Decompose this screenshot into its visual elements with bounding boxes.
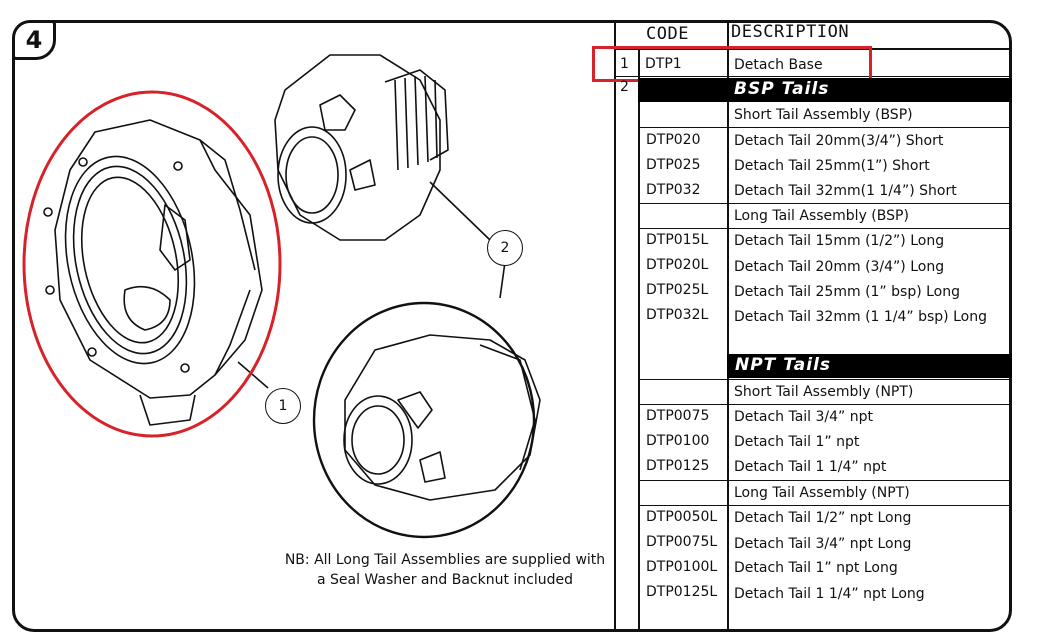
row-rule (638, 228, 1012, 229)
table-row-description: Detach Tail 1/2” npt Long (734, 510, 912, 526)
bsp-band-label: BSP Tails (734, 79, 830, 99)
footnote: NB: All Long Tail Assemblies are supplie… (280, 550, 610, 590)
section-number-badge: 4 (12, 20, 56, 60)
table-row-description: Detach Tail 20mm(3/4”) Short (734, 133, 944, 149)
table-row-description: Detach Tail 32mm (1 1/4” bsp) Long (734, 309, 987, 325)
row-rule (638, 203, 1012, 204)
bsp-short-heading: Short Tail Assembly (BSP) (734, 107, 913, 123)
table-row-code: DTP0125 (646, 458, 710, 474)
header-rule (614, 48, 1012, 50)
callout-1: 1 (265, 388, 301, 424)
zoomed-tail-drawing (343, 334, 541, 501)
npt-band: NPT Tails (727, 354, 1012, 378)
npt-band-label: NPT Tails (735, 355, 832, 375)
detach-tail-drawing (274, 54, 449, 241)
footnote-line-2: a Seal Washer and Backnut included (316, 572, 574, 588)
table-row-description: Detach Tail 1” npt (734, 434, 860, 450)
table-divider-num (638, 48, 640, 632)
detach-base-drawing (43, 119, 263, 426)
bsp-band: BSP Tails (638, 78, 1012, 102)
row-rule (638, 404, 1012, 405)
diagram-frame (12, 20, 1012, 632)
table-row-code: DTP015L (646, 232, 709, 248)
footnote-line-1: NB: All Long Tail Assemblies are supplie… (284, 552, 606, 568)
row-rule (638, 505, 1012, 506)
table-row-code: DTP025L (646, 282, 709, 298)
table-row-description: Detach Tail 3/4” npt Long (734, 536, 912, 552)
table-row-code: DTP020L (646, 257, 709, 273)
npt-long-heading: Long Tail Assembly (NPT) (734, 485, 910, 501)
table-row-code: DTP0100 (646, 433, 710, 449)
item-1-code: DTP1 (645, 56, 682, 72)
table-row-description: Detach Tail 25mm (1” bsp) Long (734, 284, 960, 300)
item-2-number: 2 (620, 79, 629, 95)
header-description: DESCRIPTION (731, 22, 850, 42)
callout-2: 2 (487, 230, 523, 266)
table-row-description: Detach Tail 32mm(1 1/4”) Short (734, 183, 957, 199)
table-row-description: Detach Tail 1” npt Long (734, 560, 898, 576)
item-1-description: Detach Base (734, 57, 823, 73)
table-row-code: DTP0050L (646, 509, 718, 525)
table-row-code: DTP0075L (646, 534, 718, 550)
row-rule (638, 379, 1012, 380)
table-row-code: DTP0125L (646, 584, 718, 600)
item-1-number: 1 (620, 56, 629, 72)
table-divider-code (727, 20, 729, 632)
row-rule (638, 127, 1012, 128)
table-row-description: Detach Tail 20mm (3/4”) Long (734, 259, 945, 275)
row-rule (638, 480, 1012, 481)
highlight-box (592, 46, 872, 82)
table-row-code: DTP025 (646, 157, 701, 173)
table-row-description: Detach Tail 15mm (1/2”) Long (734, 233, 945, 249)
table-row-description: Detach Tail 1 1/4” npt Long (734, 586, 925, 602)
row-rule (614, 76, 1012, 77)
table-row-code: DTP0075 (646, 408, 710, 424)
table-row-description: Detach Tail 3/4” npt (734, 409, 874, 425)
table-row-code: DTP0100L (646, 559, 718, 575)
table-row-code: DTP032L (646, 307, 709, 323)
table-row-code: DTP020 (646, 132, 701, 148)
npt-short-heading: Short Tail Assembly (NPT) (734, 384, 914, 400)
table-divider-left (614, 20, 616, 632)
bsp-long-heading: Long Tail Assembly (BSP) (734, 208, 909, 224)
table-row-description: Detach Tail 1 1/4” npt (734, 459, 887, 475)
header-code: CODE (646, 24, 689, 44)
table-row-description: Detach Tail 25mm(1”) Short (734, 158, 930, 174)
table-row-code: DTP032 (646, 182, 701, 198)
